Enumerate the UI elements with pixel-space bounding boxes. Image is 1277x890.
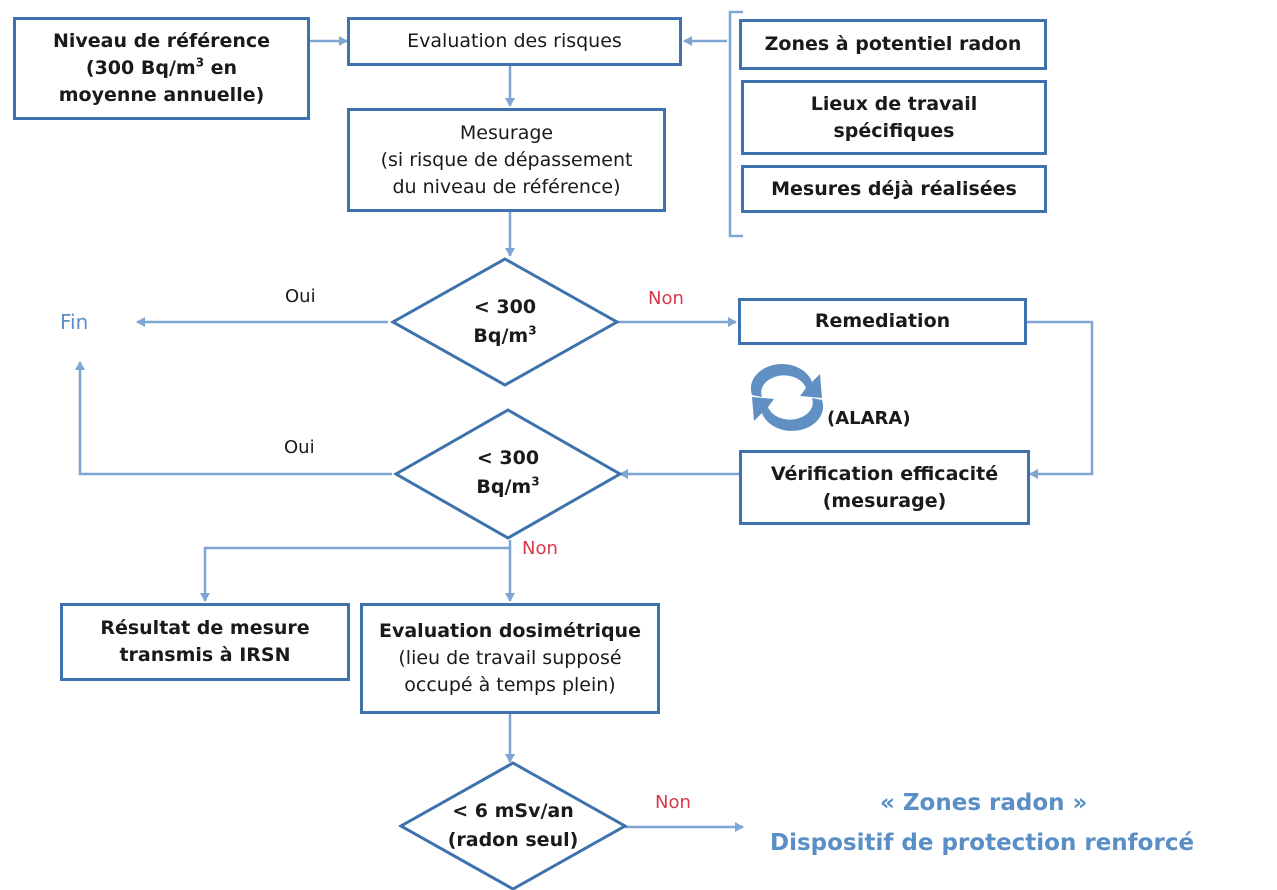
decision-diamond-2 <box>392 408 624 540</box>
risk-evaluation-box: Evaluation des risques <box>347 17 682 66</box>
decision3-text: < 6 mSv/an (radon seul) <box>438 797 588 855</box>
dosimetric-evaluation-line1: Evaluation dosimétrique <box>379 620 641 642</box>
oui-label-2: Oui <box>284 437 315 458</box>
efficiency-check-box: Vérification efficacité (mesurage) <box>739 450 1030 525</box>
measuring-box: Mesurage (si risque de dépassement du ni… <box>347 108 666 212</box>
non-label-2: Non <box>522 538 558 559</box>
radon-zones-label: Zones à potentiel radon <box>764 33 1022 55</box>
decision1-exponent: 3 <box>528 323 537 338</box>
risk-evaluation-label: Evaluation des risques <box>407 30 622 52</box>
reference-level-line2: (300 Bq/m3 en <box>86 55 237 82</box>
specific-workplaces-box: Lieux de travail spécifiques <box>741 80 1047 155</box>
efficiency-check-line2: (mesurage) <box>822 489 947 512</box>
measuring-line1: Mesurage <box>459 121 554 144</box>
measuring-line3: du niveau de référence) <box>392 175 621 198</box>
decision3-line1: < 6 mSv/an <box>452 800 574 822</box>
decision3-line2: (radon seul) <box>447 829 579 851</box>
decision-diamond-1 <box>389 257 621 387</box>
decision1-text: < 300 Bq/m3 <box>445 293 565 351</box>
decision2-unit: Bq/m <box>476 476 532 498</box>
dosimetric-evaluation-line3: occupé à temps plein) <box>404 674 616 696</box>
dosimetric-evaluation-line2: (lieu de travail supposé <box>398 647 622 669</box>
reinforced-protection-label: Dispositif de protection renforcé <box>770 830 1195 856</box>
dosimetric-evaluation-box: Evaluation dosimétrique (lieu de travail… <box>360 603 660 714</box>
non-label-3: Non <box>655 792 691 813</box>
non-label-1: Non <box>648 288 684 309</box>
reference-level-line1: Niveau de référence <box>52 30 271 52</box>
decision2-line2: Bq/m3 <box>448 473 568 502</box>
arrow-decision2-to-fin <box>75 361 392 476</box>
inputs-bracket <box>728 10 743 238</box>
reference-level-value: (300 Bq/m <box>85 57 196 79</box>
decision1-unit: Bq/m <box>473 325 529 347</box>
remediation-box: Remediation <box>738 298 1027 345</box>
arrow-branch-to-result <box>200 546 510 602</box>
arrow-remediation-to-verification <box>1027 320 1094 479</box>
remediation-label: Remediation <box>814 310 951 332</box>
zones-radon-title: « Zones radon » <box>880 790 1088 816</box>
result-transmitted-line1: Résultat de mesure <box>100 617 310 639</box>
result-transmitted-line2: transmis à IRSN <box>119 644 291 666</box>
decision-diamond-3 <box>397 761 629 890</box>
reference-level-exponent: 3 <box>195 55 205 70</box>
alara-label: (ALARA) <box>827 408 911 429</box>
oui-label-1: Oui <box>285 286 316 307</box>
result-transmitted-box: Résultat de mesure transmis à IRSN <box>60 603 350 681</box>
specific-workplaces-line2: spécifiques <box>833 119 955 142</box>
measuring-line2: (si risque de dépassement <box>380 148 633 171</box>
cycle-arrows-icon <box>750 364 824 431</box>
decision2-exponent: 3 <box>531 474 540 489</box>
fin-label: Fin <box>60 310 89 334</box>
radon-zones-box: Zones à potentiel radon <box>739 19 1047 70</box>
reference-level-line3: moyenne annuelle) <box>58 84 265 106</box>
reference-level-en: en <box>204 57 238 79</box>
existing-measurements-box: Mesures déjà réalisées <box>741 165 1047 213</box>
reference-level-box: Niveau de référence (300 Bq/m3 en moyenn… <box>13 17 310 120</box>
decision1-line1: < 300 <box>473 296 537 318</box>
decision2-line1: < 300 <box>476 447 540 469</box>
specific-workplaces-line1: Lieux de travail <box>810 92 978 115</box>
decision2-text: < 300 Bq/m3 <box>448 444 568 502</box>
decision1-line2: Bq/m3 <box>445 322 565 351</box>
existing-measurements-label: Mesures déjà réalisées <box>771 177 1017 200</box>
efficiency-check-line1: Vérification efficacité <box>770 462 999 485</box>
